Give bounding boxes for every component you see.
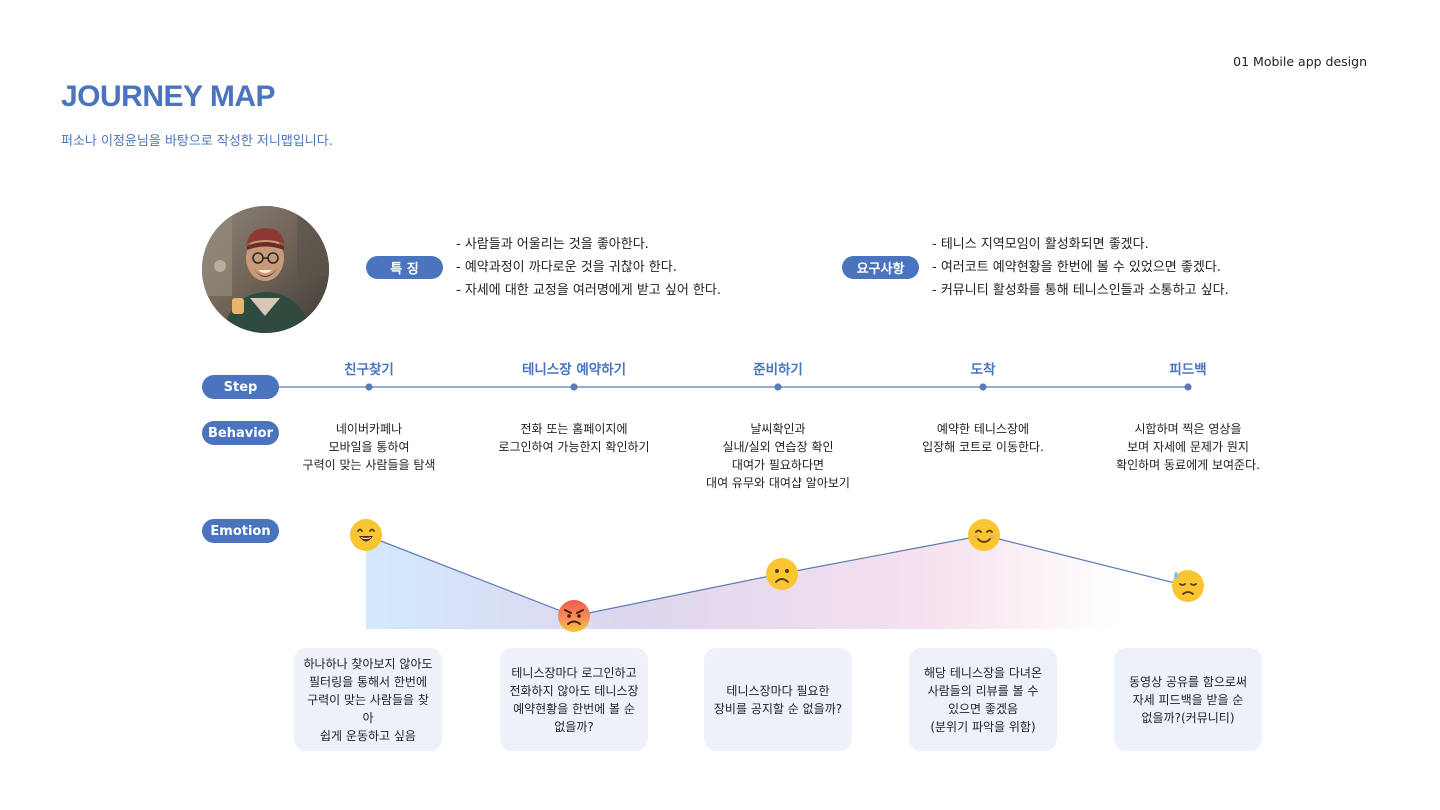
step-dot — [774, 383, 782, 391]
need-item: - 테니스 지역모임이 활성화되면 좋겠다. — [932, 237, 1149, 252]
trait-item: - 자세에 대한 교정을 여러명에게 받고 싶어 한다. — [456, 283, 721, 298]
angry-face-icon — [557, 599, 591, 633]
step-dot — [365, 383, 373, 391]
needs-label: 요구사항 — [842, 256, 919, 279]
needs-list: - 테니스 지역모임이 활성화되면 좋겠다. - 여러코트 예약현황을 한번에 … — [932, 233, 1229, 302]
need-item: - 커뮤니티 활성화를 통해 테니스인들과 소통하고 싶다. — [932, 283, 1229, 298]
page-title: JOURNEY MAP — [61, 80, 276, 113]
traits-label: 특 징 — [366, 256, 443, 279]
page-subtitle: 퍼소나 이정윤님을 바탕으로 작성한 저니맵입니다. — [61, 134, 333, 149]
grinning-face-icon — [349, 518, 383, 552]
step-dot — [570, 383, 578, 391]
step-dot — [979, 383, 987, 391]
step-row-label: Step — [202, 375, 279, 399]
worried-face-icon — [765, 557, 799, 591]
stage-name: 테니스장 예약하기 — [521, 362, 627, 378]
stage-name: 준비하기 — [753, 362, 803, 378]
behavior-row-label: Behavior — [202, 421, 279, 445]
sweat-face-icon — [1171, 569, 1205, 603]
stage-name: 친구찾기 — [344, 362, 394, 378]
trait-item: - 예약과정이 까다로운 것을 귀찮아 한다. — [456, 260, 677, 275]
stage-name: 피드백 — [1169, 362, 1207, 378]
traits-list: - 사람들과 어울리는 것을 좋아한다. - 예약과정이 까다로운 것을 귀찮아… — [456, 233, 721, 302]
step-dot — [1184, 383, 1192, 391]
stage-name: 도착 — [970, 362, 996, 378]
smiling-face-icon — [967, 518, 1001, 552]
emotion-row-label: Emotion — [202, 519, 279, 543]
need-item: - 여러코트 예약현황을 한번에 볼 수 있었으면 좋겠다. — [932, 260, 1221, 275]
trait-item: - 사람들과 어울리는 것을 좋아한다. — [456, 237, 649, 252]
page-label: 01 Mobile app design — [1233, 54, 1367, 69]
